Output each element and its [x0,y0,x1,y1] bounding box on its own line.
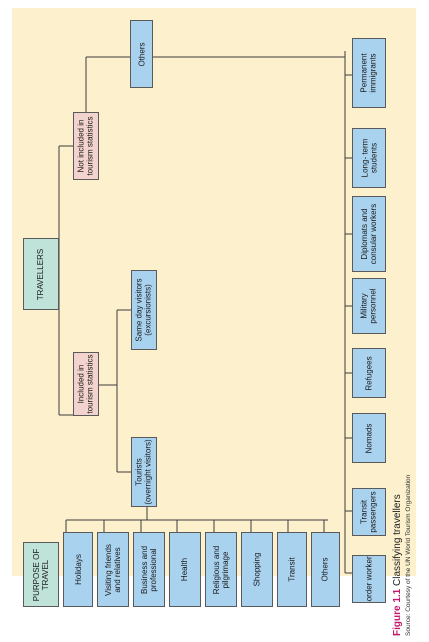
category-diplomats: Diplomats and consular workers [352,196,386,272]
figure-caption: Figure 1.1 Classifying travellers Source… [392,475,413,636]
purpose-label: Religious and pilgrimage [212,545,231,594]
purpose-label: Holidays [73,554,83,585]
category-label: Nomads [364,423,374,453]
not-included-label: Not included in tourism statistics [77,116,95,176]
category-refugees: Refugees [352,348,386,398]
travellers-node: TRAVELLERS [23,238,59,310]
figure-source: Source: Courtesy of the UN World Tourism… [405,474,412,636]
purpose-shopping: Shopping [241,532,273,607]
purpose-title-node: PURPOSE OF TRAVEL [23,542,59,607]
included-label: Included in tourism statistics [77,354,95,414]
tourists-node: Tourists (overnight visitors) [131,437,157,507]
others-top-label: Others [137,41,147,67]
category-transit-passengers: Transit passengers [352,488,386,536]
same-day-label: Same day visitors (excursionists) [135,278,154,342]
category-label: Permanent immigrants [360,53,379,93]
purpose-health: Health [169,532,201,607]
purpose-others: Others [311,532,340,607]
diagram-panel [12,8,416,576]
others-top-node: Others [130,20,153,88]
category-label: Long- term students [360,138,378,178]
category-label: Transit passengers [360,491,379,533]
figure-title-text: Classifying travellers [392,494,403,586]
category-label: Diplomats and consular workers [360,203,378,265]
category-military: Military personnel [352,278,386,334]
same-day-node: Same day visitors (excursionists) [131,270,157,350]
figure-title: Figure 1.1 Classifying travellers [392,475,404,636]
figure-number: Figure 1.1 [392,588,403,636]
purpose-business: Business and professional [133,532,165,607]
not-included-node: Not included in tourism statistics [73,112,99,180]
category-label: Military personnel [360,288,379,324]
purpose-label: Visiting friends and relatives [104,543,123,596]
purpose-label: Health [180,557,190,582]
category-label: Refugees [364,355,374,391]
category-border-workers: Border workers [352,555,386,603]
purpose-label: Transit [287,557,297,582]
purpose-label: Shopping [252,552,262,587]
category-students: Long- term students [352,128,386,188]
purpose-title-label: PURPOSE OF TRAVEL [32,548,51,601]
purpose-transit: Transit [277,532,307,607]
purpose-religious: Religious and pilgrimage [205,532,237,607]
travellers-label: TRAVELLERS [36,248,46,300]
category-nomads: Nomads [352,413,386,463]
tourists-label: Tourists (overnight visitors) [135,439,154,505]
purpose-holidays: Holidays [63,532,93,607]
category-immigrants: Permanent immigrants [352,38,386,108]
purpose-label: Others [320,557,330,582]
category-label: Border workers [364,555,374,603]
purpose-visiting-friends: Visiting friends and relatives [97,532,129,607]
purpose-label: Business and professional [140,545,158,594]
included-node: Included in tourism statistics [73,352,99,416]
